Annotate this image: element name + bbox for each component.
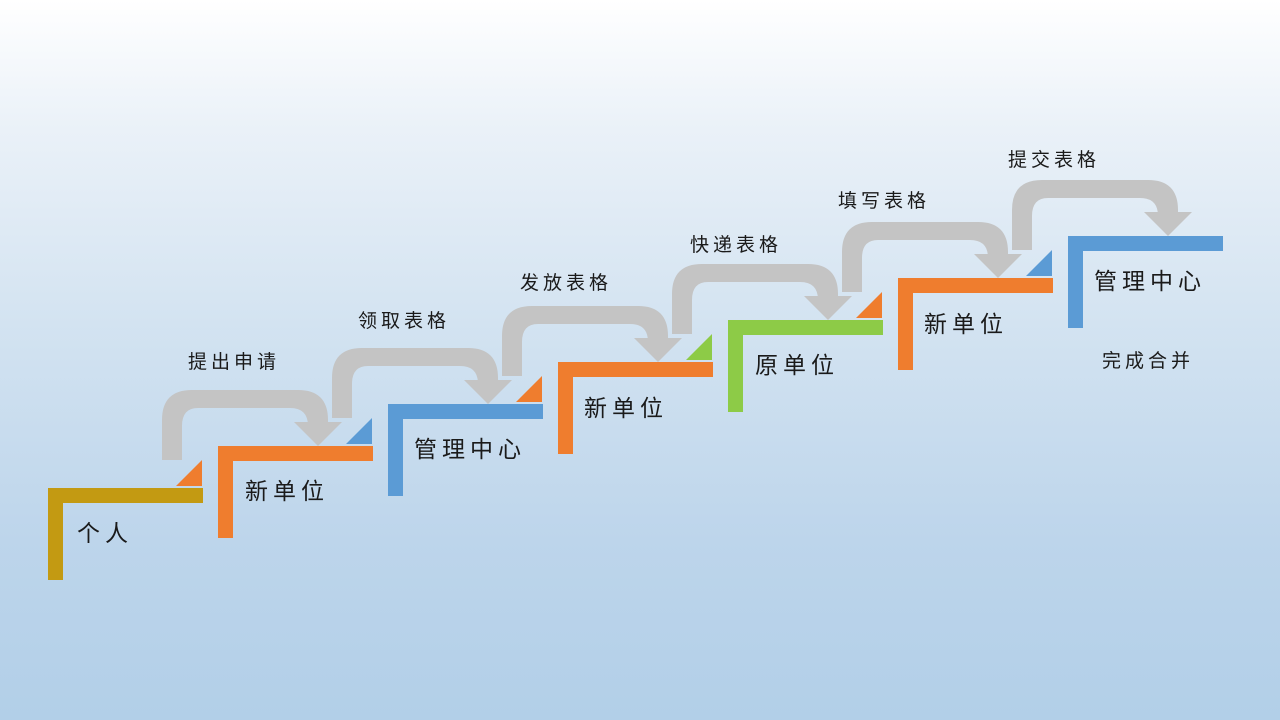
step-bar-7 xyxy=(1068,236,1223,251)
step-stem-6 xyxy=(898,278,913,370)
arrow-label-3: 发放表格 xyxy=(520,272,613,294)
curved-arrow-6 xyxy=(1012,180,1192,250)
corner-triangle-3 xyxy=(516,376,542,402)
step-label-7: 管理中心 xyxy=(1094,269,1206,295)
arrow-label-6: 提交表格 xyxy=(1008,149,1101,171)
curved-arrow-5 xyxy=(842,222,1022,292)
step-bar-5 xyxy=(728,320,883,335)
curved-arrow-4 xyxy=(672,264,852,334)
step-stem-1 xyxy=(48,488,63,580)
corner-triangle-1 xyxy=(176,460,202,486)
step-stem-3 xyxy=(388,404,403,496)
step-bar-2 xyxy=(218,446,373,461)
step-bar-1 xyxy=(48,488,203,503)
step-bar-4 xyxy=(558,362,713,377)
curved-arrow-2 xyxy=(332,348,512,418)
curved-arrow-3 xyxy=(502,306,682,376)
step-label-2: 新单位 xyxy=(245,479,329,505)
step-stem-5 xyxy=(728,320,743,412)
step-label-5: 原单位 xyxy=(755,353,839,379)
corner-triangle-4 xyxy=(686,334,712,360)
step-label-3: 管理中心 xyxy=(414,437,526,463)
step-stem-2 xyxy=(218,446,233,538)
final-note: 完成合并 xyxy=(1102,350,1195,372)
arrow-label-2: 领取表格 xyxy=(358,310,451,332)
arrow-label-4: 快递表格 xyxy=(690,234,783,256)
step-label-1: 个人 xyxy=(77,521,133,547)
step-stem-4 xyxy=(558,362,573,454)
corner-triangle-6 xyxy=(1026,250,1052,276)
step-label-6: 新单位 xyxy=(924,312,1008,338)
corner-triangle-5 xyxy=(856,292,882,318)
curved-arrow-1 xyxy=(162,390,342,460)
step-bar-6 xyxy=(898,278,1053,293)
step-bar-3 xyxy=(388,404,543,419)
step-stem-7 xyxy=(1068,236,1083,328)
arrow-label-5: 填写表格 xyxy=(838,190,931,212)
arrow-label-1: 提出申请 xyxy=(188,351,281,373)
step-label-4: 新单位 xyxy=(584,396,668,422)
corner-triangle-2 xyxy=(346,418,372,444)
